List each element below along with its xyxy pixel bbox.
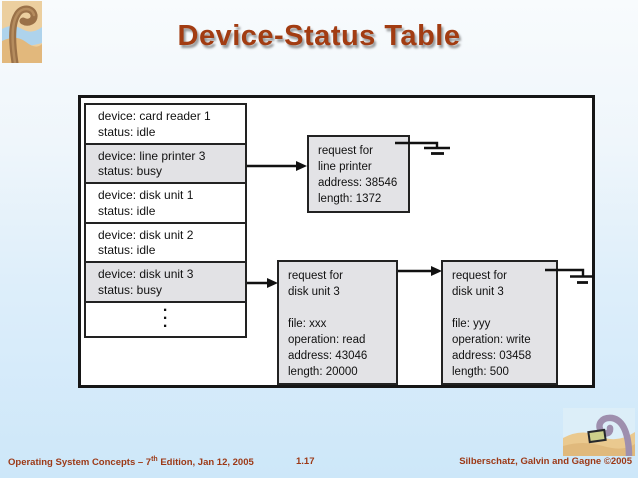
- request-box-disk-unit-3-write: request for disk unit 3 file: yyy operat…: [441, 260, 558, 385]
- page-title: Device-Status Table: [177, 20, 461, 52]
- device-label: device: disk unit 3: [98, 267, 194, 281]
- device-label: device: line printer 3: [98, 148, 206, 163]
- vertical-ellipsis-icon: · · ·: [86, 302, 245, 336]
- status-label: status: busy: [98, 164, 163, 178]
- request-line: address: 38546: [318, 177, 398, 189]
- request-line: file: xxx: [288, 318, 327, 330]
- request-line: file: yyy: [452, 318, 491, 330]
- device-row-line-printer-3: device: line printer 3 status: busy: [86, 144, 245, 184]
- footer-superscript: th: [151, 456, 158, 463]
- request-box-disk-unit-3-read: request for disk unit 3 file: xxx operat…: [277, 260, 398, 385]
- device-row-card-reader-1: device: card reader 1 status: idle: [86, 105, 245, 145]
- status-label: status: idle: [98, 124, 156, 139]
- request-box-line-printer: request for line printer address: 38546 …: [307, 135, 410, 213]
- footer-text: Edition, Jan 12, 2005: [157, 457, 254, 469]
- request-line: length: 20000: [288, 366, 358, 378]
- status-label: status: idle: [98, 243, 156, 257]
- request-line: length: 1372: [318, 193, 382, 205]
- request-line: operation: write: [452, 334, 531, 346]
- request-line: disk unit 3: [452, 286, 504, 298]
- request-line: [288, 300, 387, 316]
- device-row-disk-unit-1: device: disk unit 1 status: idle: [86, 184, 245, 224]
- status-label: status: busy: [98, 282, 163, 297]
- dinosaur-laptop-logo-icon: [563, 408, 635, 456]
- footer-authors: Silberschatz, Galvin and Gagne ©2005: [459, 456, 632, 467]
- request-line: request for: [318, 145, 373, 157]
- request-line: address: 03458: [452, 350, 532, 362]
- request-line: line printer: [318, 161, 372, 173]
- laptop-icon: [587, 428, 607, 444]
- device-label: device: disk unit 2: [98, 227, 194, 242]
- device-label: device: disk unit 1: [98, 188, 194, 202]
- device-label: device: card reader 1: [98, 109, 211, 123]
- request-line: disk unit 3: [288, 286, 340, 298]
- device-row-disk-unit-3: device: disk unit 3 status: busy: [86, 263, 245, 303]
- request-line: [452, 300, 547, 316]
- request-line: request for: [288, 270, 343, 282]
- slide-page-number: 1.17: [296, 456, 315, 467]
- footer-text: Operating System Concepts – 7: [8, 457, 152, 469]
- status-label: status: idle: [98, 203, 156, 218]
- device-row-disk-unit-2: device: disk unit 2 status: idle: [86, 223, 245, 263]
- dinosaur-logo-icon: [2, 1, 42, 63]
- request-line: address: 43046: [288, 350, 368, 362]
- footer-book-title: Operating System Concepts – 7th Edition,…: [8, 456, 254, 468]
- request-line: length: 500: [452, 366, 509, 378]
- device-status-table: device: card reader 1 status: idle devic…: [84, 103, 247, 338]
- request-line: request for: [452, 270, 507, 282]
- request-line: operation: read: [288, 334, 366, 346]
